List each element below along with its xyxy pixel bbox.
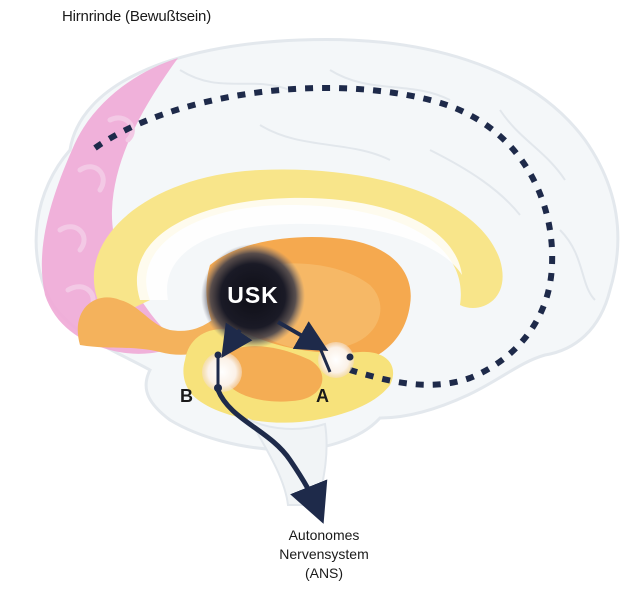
- ans-label: Autonomes Nervensystem (ANS): [254, 526, 394, 583]
- ans-label-line1: Autonomes: [254, 526, 394, 545]
- ans-label-line2: Nervensystem: [254, 545, 394, 564]
- cortex-label: Hirnrinde (Bewußtsein): [62, 8, 211, 25]
- node-b-top-dot: [215, 352, 222, 359]
- node-b-label: B: [180, 386, 193, 407]
- node-a-dot: [347, 354, 354, 361]
- usk-label: USK: [218, 282, 288, 309]
- node-b-glow: [202, 352, 242, 392]
- node-a-label: A: [316, 386, 329, 407]
- ans-label-line3: (ANS): [254, 564, 394, 583]
